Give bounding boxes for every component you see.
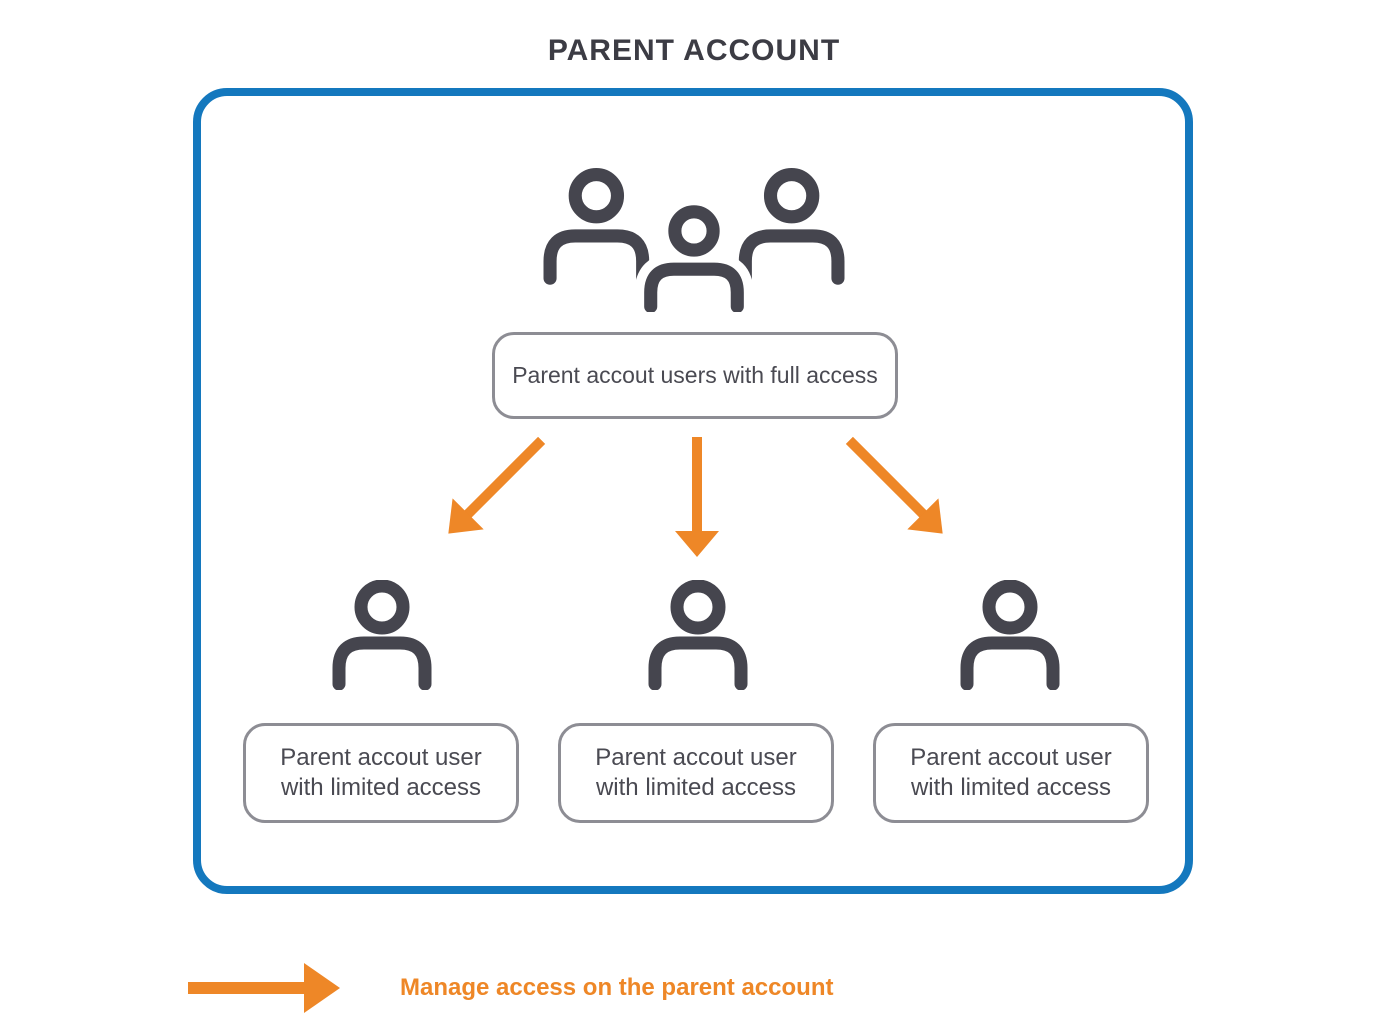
full-access-label: Parent accout users with full access <box>512 362 878 389</box>
limited-access-line1: Parent accout user <box>595 743 797 771</box>
full-access-label-box: Parent accout users with full access <box>492 332 898 419</box>
legend-label: Manage access on the parent account <box>400 974 834 1001</box>
limited-access-line1: Parent accout user <box>280 743 482 771</box>
limited-access-line2: with limited access <box>910 774 1112 801</box>
arrow-down-right-icon <box>845 436 943 534</box>
limited-access-line2: with limited access <box>280 774 482 801</box>
limited-access-label-box: Parent accout user with limited access <box>558 723 834 823</box>
page-title: PARENT ACCOUNT <box>547 34 841 67</box>
limited-access-label-box: Parent accout user with limited access <box>243 723 519 823</box>
user-icon <box>960 580 1060 690</box>
user-icon <box>648 580 748 690</box>
arrow-down-left-icon <box>448 436 546 534</box>
limited-access-label-box: Parent accout user with limited access <box>873 723 1149 823</box>
limited-access-line1: Parent accout user <box>910 743 1112 771</box>
legend-right-arrow-icon <box>188 963 340 1013</box>
limited-access-line2: with limited access <box>595 774 797 801</box>
user-icon <box>332 580 432 690</box>
users-group-icon <box>543 168 845 312</box>
arrow-down-icon <box>675 437 719 557</box>
